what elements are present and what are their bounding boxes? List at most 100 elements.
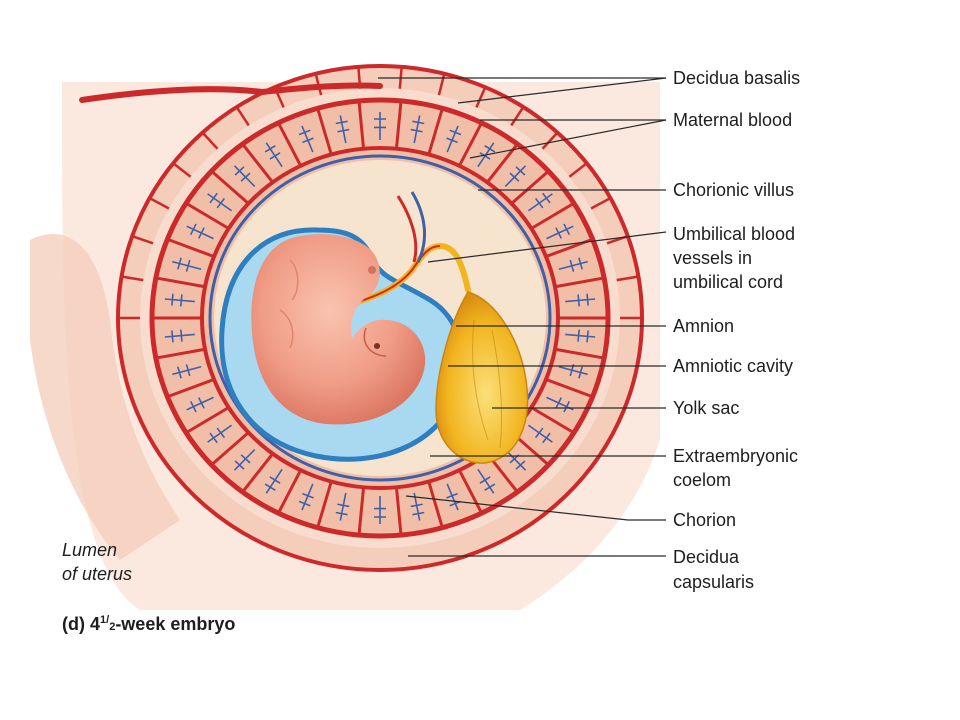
label-yolk-sac: Yolk sac bbox=[673, 398, 739, 418]
villus-tuft bbox=[527, 424, 553, 444]
decidua-vessel bbox=[510, 106, 525, 127]
villus-tuft bbox=[410, 115, 425, 144]
villus-tuft bbox=[335, 115, 350, 144]
vessel-spoke bbox=[277, 122, 302, 167]
label-lumen-line2: of uterus bbox=[62, 564, 132, 584]
villus-tuft bbox=[207, 192, 233, 212]
label-decidua-capsularis-line1: Decidua bbox=[673, 547, 740, 567]
decidua-vessel bbox=[172, 162, 192, 178]
vessel-spoke bbox=[486, 143, 519, 184]
villus-tuft bbox=[446, 483, 462, 511]
villus-tuft bbox=[374, 112, 386, 140]
vessel-spoke bbox=[210, 170, 250, 205]
vessel-spoke bbox=[394, 487, 403, 536]
villus-tuft bbox=[264, 142, 283, 168]
figure-caption: (d) 41/2-week embryo bbox=[62, 614, 235, 634]
label-decidua-capsularis-line2: capsularis bbox=[673, 572, 754, 592]
vessel-spoke bbox=[530, 201, 575, 230]
vessel-spoke bbox=[277, 469, 302, 514]
villus-tuft bbox=[446, 125, 462, 153]
villus-tuft bbox=[477, 468, 496, 494]
villus-tuft bbox=[410, 492, 425, 521]
caption-suffix: -week embryo bbox=[115, 614, 235, 634]
villus-tuft bbox=[565, 293, 596, 307]
villus-tuft bbox=[546, 396, 574, 413]
decidua-vessel bbox=[235, 106, 250, 127]
vessel-spoke bbox=[316, 107, 333, 155]
vessel-spoke bbox=[394, 100, 403, 149]
decidua-vessel bbox=[131, 234, 154, 245]
vessel-spoke bbox=[458, 469, 483, 514]
vessel-spoke bbox=[316, 481, 333, 529]
label-amnion: Amnion bbox=[673, 316, 734, 336]
decidua-vessel bbox=[273, 86, 285, 108]
maternal-artery bbox=[79, 82, 383, 103]
vessel-spoke bbox=[357, 487, 366, 536]
label-umbilical-line1: Umbilical blood bbox=[673, 224, 795, 244]
villus-tuft bbox=[335, 492, 350, 521]
villus-tuft bbox=[504, 448, 527, 471]
vessel-spoke bbox=[427, 107, 444, 155]
vessel-spoke bbox=[241, 452, 274, 493]
vessel-spoke bbox=[185, 406, 230, 435]
embryo bbox=[251, 234, 426, 425]
label-amniotic-cavity: Amniotic cavity bbox=[673, 356, 793, 376]
label-umbilical-line3: umbilical cord bbox=[673, 272, 783, 292]
label-maternal-blood: Maternal blood bbox=[673, 110, 792, 130]
villus-tuft bbox=[558, 257, 588, 272]
villus-tuft bbox=[186, 396, 214, 413]
vessel-spoke bbox=[155, 276, 206, 289]
villus-tuft bbox=[207, 424, 233, 444]
villus-tuft bbox=[172, 257, 202, 272]
decidua-vessel bbox=[357, 66, 362, 89]
chorion-membrane bbox=[208, 154, 552, 482]
decidua-vessel bbox=[568, 162, 588, 178]
vessel-spoke bbox=[530, 406, 575, 435]
label-extraembryonic-line2: coelom bbox=[673, 470, 731, 490]
vessel-spoke bbox=[185, 201, 230, 230]
caption-prefix: (d) bbox=[62, 614, 90, 634]
villus-tuft bbox=[504, 165, 527, 188]
vessel-spoke bbox=[166, 378, 215, 399]
villus-tuft bbox=[233, 448, 256, 471]
vessel-spoke bbox=[554, 347, 605, 360]
decidua-vessel bbox=[201, 131, 219, 150]
vessel-spoke bbox=[210, 431, 250, 466]
decidua-vessel bbox=[437, 73, 446, 96]
decidua-vessel bbox=[121, 275, 144, 282]
vessel-spoke bbox=[357, 100, 366, 149]
villus-tuft bbox=[558, 364, 588, 379]
label-chorionic-villus: Chorionic villus bbox=[673, 180, 794, 200]
decidua-vessel bbox=[148, 196, 170, 210]
vessel-spoke bbox=[554, 276, 605, 289]
vessel-spoke bbox=[166, 237, 215, 258]
caption-denominator: 2 bbox=[109, 621, 115, 633]
label-umbilical-line2: vessels in bbox=[673, 248, 752, 268]
vessel-spoke bbox=[241, 143, 274, 184]
villus-tuft bbox=[527, 192, 553, 212]
villus-tuft bbox=[565, 329, 596, 343]
villus-tuft bbox=[298, 125, 314, 153]
vessel-spoke bbox=[458, 122, 483, 167]
label-chorion: Chorion bbox=[673, 510, 736, 530]
villus-tuft bbox=[374, 496, 386, 524]
caption-numerator: 1 bbox=[100, 614, 106, 626]
villus-tuft bbox=[172, 364, 202, 379]
decidua-vessel bbox=[475, 86, 487, 108]
leader-lines bbox=[378, 77, 667, 557]
villus-tuft bbox=[164, 329, 195, 343]
decidua-vessel bbox=[590, 196, 612, 210]
villus-branches bbox=[164, 112, 596, 524]
vessel-spoke bbox=[155, 347, 206, 360]
villus-tuft bbox=[233, 165, 256, 188]
label-lumen-line1: Lumen bbox=[62, 540, 117, 560]
villus-tuft bbox=[264, 468, 283, 494]
caption-whole: 4 bbox=[90, 614, 100, 634]
vessel-spoke bbox=[545, 378, 594, 399]
villus-tuft bbox=[546, 223, 574, 240]
decidua-vessel bbox=[541, 131, 559, 150]
vessel-spoke bbox=[510, 170, 550, 205]
villus-tuft bbox=[298, 483, 314, 511]
villus-spokes bbox=[118, 66, 642, 536]
